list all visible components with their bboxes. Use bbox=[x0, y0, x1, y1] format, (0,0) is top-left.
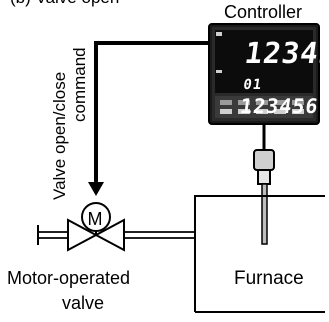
controller-sv-prefix: 01 bbox=[242, 77, 263, 93]
valve-label-line2: valve bbox=[62, 293, 104, 314]
furnace-box bbox=[195, 196, 325, 312]
motor-symbol: M bbox=[84, 209, 106, 230]
controller-pv-display: 12345 bbox=[243, 36, 329, 70]
command-signal-line bbox=[88, 43, 210, 196]
figure-caption-partial: (b) Valve open bbox=[10, 0, 119, 8]
controller-sv-value: 123456 bbox=[239, 94, 321, 118]
valve-label-line1: Motor-operated bbox=[7, 268, 130, 289]
command-label-line1: Valve open/close bbox=[50, 72, 70, 200]
furnace-label: Furnace bbox=[234, 268, 304, 290]
controller-label: Controller bbox=[224, 2, 302, 23]
command-label-line2: command bbox=[70, 47, 90, 122]
controller-sv-display: 01 123456 bbox=[239, 70, 329, 118]
